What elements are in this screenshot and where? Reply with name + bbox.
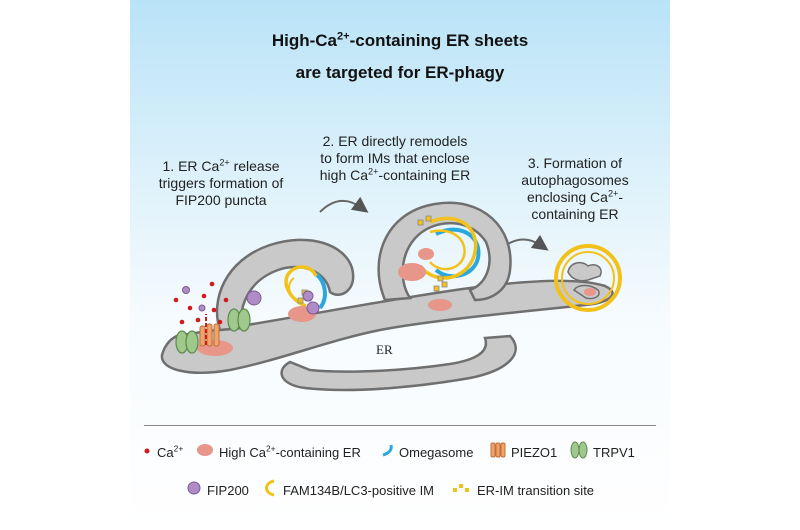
step-3-text: 3. Formation of autophagosomes enclosing… [521,155,629,222]
er-phagy-diagram: ER [160,196,622,392]
title-line-1: High-Ca2+-containing ER sheets [271,30,529,50]
im-icon [262,479,278,502]
legend-divider [144,425,656,426]
high-ca-er-dome [398,263,426,281]
legend-row-2: FIP200 FAM134B/LC3-positive IM ER-IM tra… [130,478,670,502]
ca-dot [173,297,179,303]
ca-dot [201,293,207,299]
legend-ca: Ca2+ [142,440,183,464]
legend-high-ca: High Ca2+-containing ER [196,440,361,464]
arrow-step1-to-step2 [319,196,369,213]
im-left-inner [288,277,301,305]
omegasome-left [314,272,327,310]
piezo1-icon [490,441,506,464]
high-ca-er-right [428,299,452,311]
high-ca-er-dome-inner [418,248,434,260]
er-main-sheet [160,279,614,374]
high-ca-er-icon [196,443,214,462]
figure-panel: High-Ca2+-containing ER sheets are targe… [130,0,670,530]
legend-omegasome: Omegasome [380,440,473,464]
legend-transition: ER-IM transition site [452,478,594,502]
title-line-2: are targeted for ER-phagy [295,63,505,82]
omegasome-icon [380,443,394,462]
ca-dot [223,297,229,303]
transition-site-icon [452,481,472,500]
er-right-dome [377,201,512,302]
ca-dot [195,317,201,323]
legend-trpv1: TRPV1 [570,440,635,464]
step-2-text: 2. ER directly remodels to form IMs that… [319,133,471,183]
step-1-text: 1. ER Ca2+ release triggers formation of… [158,157,284,208]
autophagosome [554,244,622,312]
im-right-inner [429,229,466,271]
im-right-outer [418,216,478,280]
fip200-4 [182,286,190,294]
fip200-5 [198,304,206,312]
legend-fam134b: FAM134B/LC3-positive IM [262,478,434,502]
fip200-icon [186,480,202,501]
legend-row-1: Ca2+ High Ca2+-containing ER Omegasome P… [130,440,670,464]
er-label: ER [376,342,393,357]
er-lower-loop [280,334,517,392]
fip200-1 [246,290,262,306]
er-left-arm [215,238,355,332]
ca-dot [209,281,215,287]
ca-dot [217,319,223,325]
fip200-2 [302,290,314,302]
ca-dot [187,305,193,311]
trpv1-icon [570,440,588,465]
ca-dot-icon [142,443,152,461]
er-network [160,201,614,392]
ca-dot [211,307,217,313]
ca-dot [179,319,185,325]
trpv1-channels [175,308,251,354]
legend-piezo1: PIEZO1 [490,440,557,464]
piezo1-channel [199,323,220,347]
legend-fip200: FIP200 [186,478,249,502]
fip200-3 [306,301,320,315]
